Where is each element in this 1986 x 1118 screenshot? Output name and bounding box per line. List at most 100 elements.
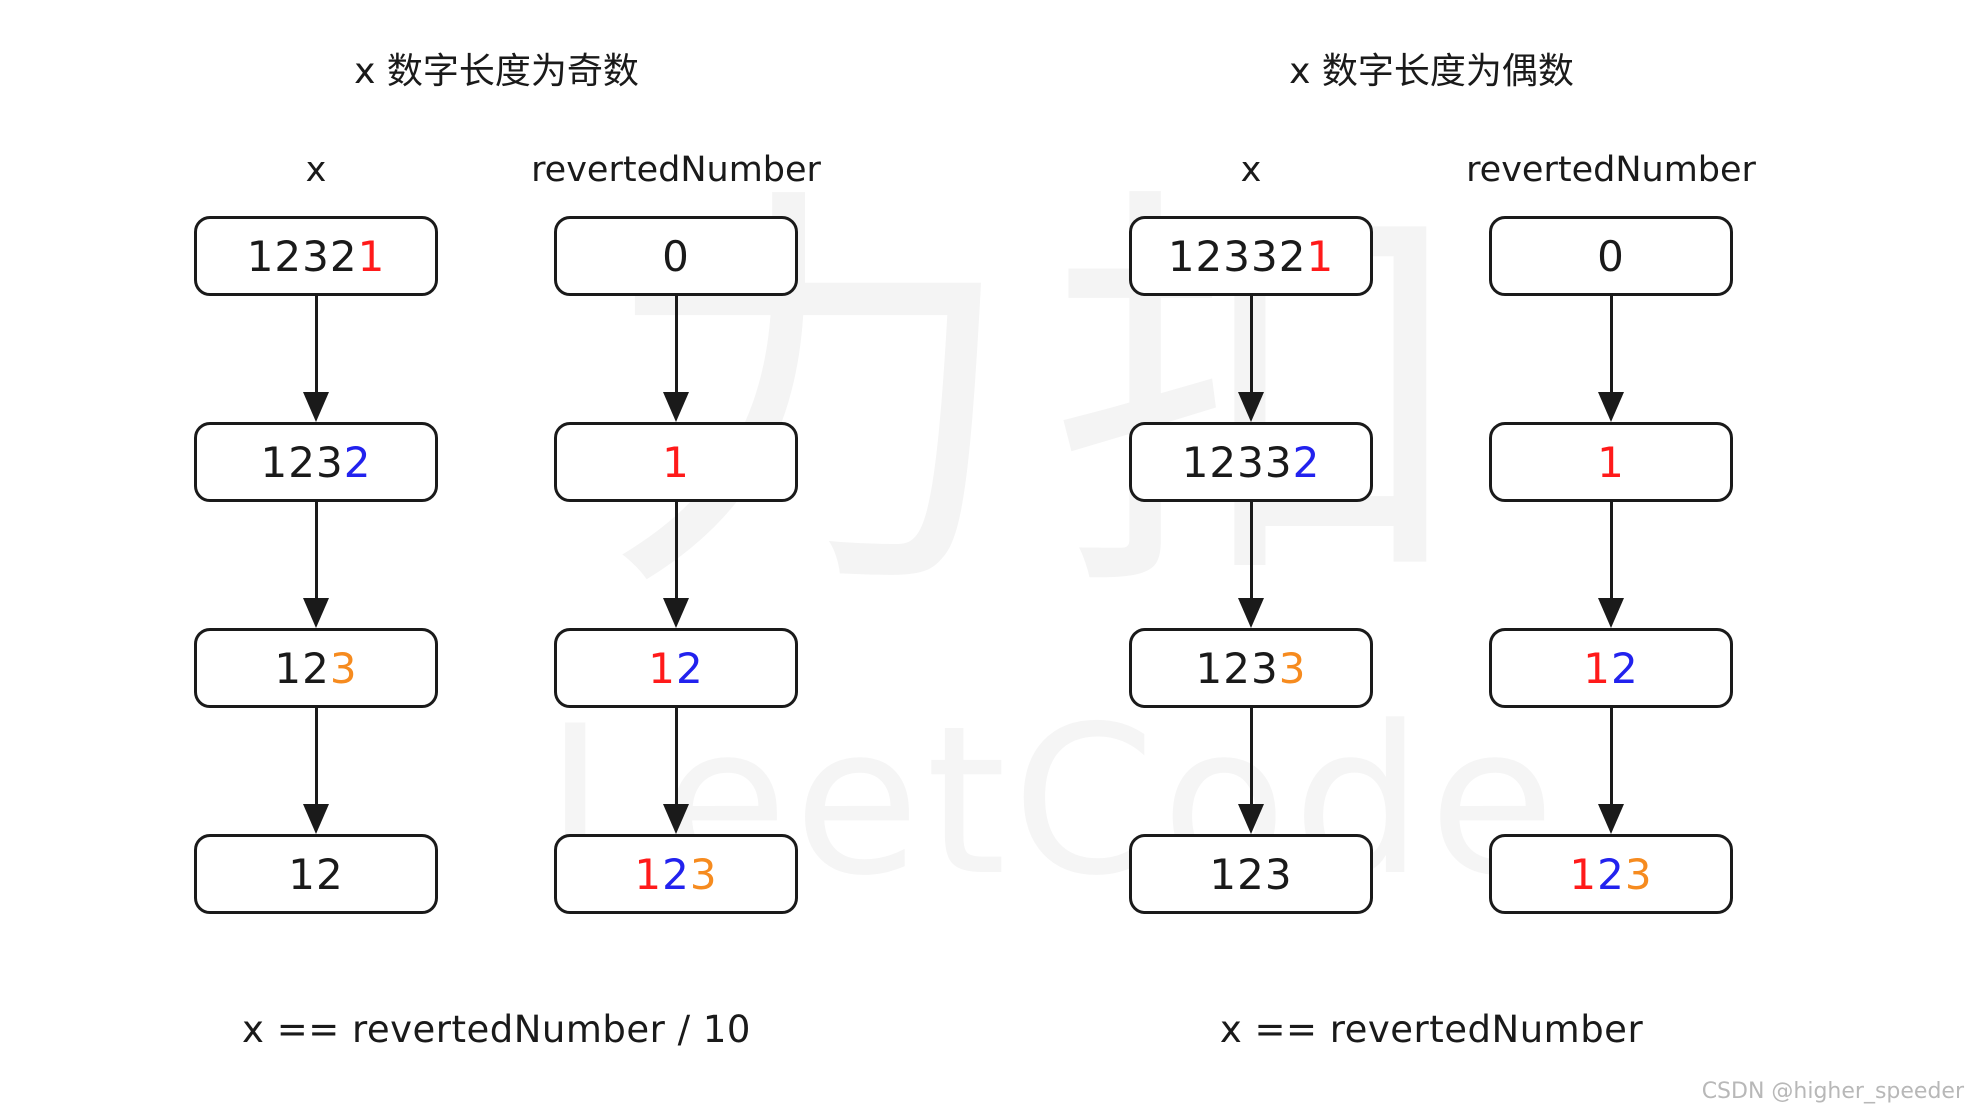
arrow-head [1598, 804, 1624, 834]
arrow-shaft [1609, 502, 1613, 606]
arrow-head [663, 804, 689, 834]
credit-watermark: CSDN @higher_speeder [1701, 1079, 1964, 1104]
digit-segment: 0 [662, 231, 690, 281]
digit-segment: 1 [1306, 231, 1335, 281]
digit-segment: 2 [343, 437, 372, 487]
digit-segment: 12332 [1167, 231, 1307, 281]
arrow-down-icon [1129, 502, 1373, 628]
digit-segment: 123 [260, 437, 344, 487]
value-box: 0 [554, 216, 798, 296]
arrow-down-icon [1489, 708, 1733, 834]
digit-segment: 1 [1583, 643, 1611, 693]
digit-segment: 123 [1209, 849, 1293, 899]
node-3: 123 [1101, 834, 1401, 914]
arrow-head [1598, 598, 1624, 628]
digit-segment: 1 [634, 849, 663, 899]
panel-odd-title: x 数字长度为奇数 [354, 51, 639, 92]
digit-segment: 1 [357, 231, 386, 281]
digit-segment: 1233 [1181, 437, 1293, 487]
digit-segment: 3 [1624, 849, 1653, 899]
arrow-shaft [674, 296, 678, 400]
arrow-shaft [1249, 296, 1253, 400]
node-3: 12 [166, 834, 466, 914]
arrow-shaft [314, 296, 318, 400]
value-box: 1 [1489, 422, 1733, 502]
digit-segment: 1 [1597, 437, 1625, 487]
digit-segment: 3 [1278, 643, 1307, 693]
arrow-shaft [314, 502, 318, 606]
arrow-shaft [1609, 296, 1613, 400]
arrow-head [1238, 598, 1264, 628]
arrow-head [303, 392, 329, 422]
digit-segment: 2 [676, 643, 704, 693]
arrow-down-icon [1489, 502, 1733, 628]
arrow-down-icon [1129, 708, 1373, 834]
arrow-down-icon [554, 502, 798, 628]
arrow-head [1238, 804, 1264, 834]
arrow-down-icon [1489, 296, 1733, 422]
arrow-shaft [1249, 502, 1253, 606]
digit-segment: 1 [662, 437, 690, 487]
digit-segment: 2 [1292, 437, 1321, 487]
digit-segment: 1 [648, 643, 676, 693]
arrow-head [303, 598, 329, 628]
node-1: 1 [1461, 422, 1761, 502]
column-header-revertednumber-even: revertedNumber [1466, 150, 1756, 190]
arrow-down-icon [194, 708, 438, 834]
arrow-shaft [1249, 708, 1253, 812]
digit-segment: 12 [274, 643, 330, 693]
digit-segment: 3 [329, 643, 358, 693]
arrow-head [1238, 392, 1264, 422]
arrow-down-icon [1129, 296, 1373, 422]
digit-segment: 2 [1611, 643, 1639, 693]
arrow-head [663, 598, 689, 628]
arrow-shaft [674, 708, 678, 812]
panel-odd-footer: x == revertedNumber / 10 [242, 1008, 751, 1051]
arrow-shaft [314, 708, 318, 812]
value-box: 12 [194, 834, 438, 914]
arrow-head [663, 392, 689, 422]
node-0: 0 [1461, 216, 1761, 296]
arrow-down-icon [554, 296, 798, 422]
arrow-down-icon [554, 708, 798, 834]
node-0: 0 [526, 216, 826, 296]
arrow-down-icon [194, 296, 438, 422]
value-box: 0 [1489, 216, 1733, 296]
arrow-head [303, 804, 329, 834]
digit-segment: 3 [689, 849, 718, 899]
arrow-down-icon [194, 502, 438, 628]
column-header-revertednumber-odd: revertedNumber [531, 150, 821, 190]
column-header-x-odd: x [305, 150, 327, 190]
panel-even-title: x 数字长度为偶数 [1289, 51, 1574, 92]
digit-segment: 1232 [246, 231, 358, 281]
